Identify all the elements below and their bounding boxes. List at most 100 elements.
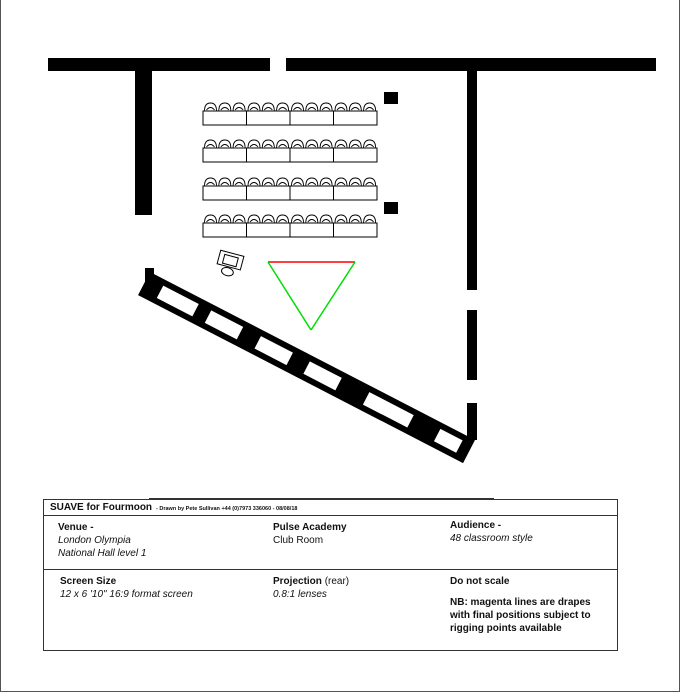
nb-note: NB: magenta lines are drapes with final … xyxy=(450,597,591,634)
chair xyxy=(291,177,304,187)
chair xyxy=(218,102,232,112)
title: SUAVE for Fourmoon xyxy=(50,502,153,513)
chair xyxy=(276,214,290,224)
chair xyxy=(218,177,232,187)
chair xyxy=(291,139,304,149)
control-desk xyxy=(216,249,245,277)
chair xyxy=(204,139,217,149)
table xyxy=(289,110,334,126)
credit: - Drawn by Pete Sullivan +44 (0)7973 336… xyxy=(156,506,298,512)
chair xyxy=(232,139,246,149)
scale-note: Do not scale xyxy=(450,576,510,587)
chair xyxy=(334,102,348,112)
table xyxy=(289,222,334,238)
chair xyxy=(291,102,304,112)
table xyxy=(289,147,334,163)
chair xyxy=(319,214,333,224)
chair xyxy=(204,214,217,224)
projection-note: (rear) xyxy=(324,576,350,587)
chair xyxy=(291,214,304,224)
projection-label: Projection xyxy=(273,576,322,587)
chair xyxy=(348,139,362,149)
screen-value: 12 x 6 '10" 16:9 format screen xyxy=(60,589,193,600)
table xyxy=(246,185,291,201)
wall-right-2 xyxy=(467,310,477,380)
title-block: SUAVE for Fourmoon- Drawn by Pete Sulliv… xyxy=(43,498,618,651)
chair xyxy=(305,102,319,112)
chair xyxy=(363,177,377,187)
chair xyxy=(276,102,290,112)
chair xyxy=(232,102,246,112)
table xyxy=(202,147,247,163)
chair xyxy=(276,177,290,187)
wall-right-1 xyxy=(467,58,477,290)
chair xyxy=(305,214,319,224)
chair xyxy=(348,177,362,187)
chair xyxy=(319,139,333,149)
venue-line2: National Hall level 1 xyxy=(58,548,147,559)
window-panel xyxy=(362,392,414,428)
floor-plan xyxy=(48,58,656,464)
projection-line-left xyxy=(267,261,312,331)
table xyxy=(333,147,378,163)
venue-label: Venue - xyxy=(58,522,94,533)
chair xyxy=(261,139,275,149)
window-panel xyxy=(303,361,342,391)
chair xyxy=(232,214,246,224)
table xyxy=(202,222,247,238)
room-label: Pulse Academy xyxy=(273,522,347,533)
wall-top-left xyxy=(48,58,270,71)
pillar xyxy=(384,92,398,104)
chair xyxy=(334,214,348,224)
window-panel xyxy=(254,336,293,366)
window-panel xyxy=(204,310,244,340)
wall-right-3 xyxy=(467,403,477,440)
diagonal-wall xyxy=(138,272,475,464)
window-panel xyxy=(433,428,463,453)
chair xyxy=(247,214,261,224)
projection-value: 0.8:1 lenses xyxy=(273,589,327,600)
table xyxy=(246,222,291,238)
chair xyxy=(218,214,232,224)
chair xyxy=(218,139,232,149)
chair xyxy=(305,139,319,149)
chair xyxy=(319,177,333,187)
wall-left xyxy=(135,58,152,215)
screen-label: Screen Size xyxy=(60,576,117,587)
table xyxy=(246,147,291,163)
chair xyxy=(247,139,261,149)
chair xyxy=(247,102,261,112)
table xyxy=(333,185,378,201)
chair xyxy=(276,139,290,149)
table xyxy=(333,222,378,238)
table xyxy=(289,185,334,201)
chair xyxy=(232,177,246,187)
audience-value: 48 classroom style xyxy=(450,533,533,544)
projection-line-right xyxy=(310,261,356,331)
chair xyxy=(261,177,275,187)
chair xyxy=(204,102,217,112)
chair xyxy=(204,177,217,187)
chair xyxy=(247,177,261,187)
chair xyxy=(319,102,333,112)
venue-line1: London Olympia xyxy=(58,535,131,546)
pillar xyxy=(384,202,398,214)
chair xyxy=(305,177,319,187)
table xyxy=(202,185,247,201)
chair xyxy=(348,102,362,112)
chair xyxy=(363,102,377,112)
table xyxy=(246,110,291,126)
seating xyxy=(202,102,378,238)
title-header: SUAVE for Fourmoon- Drawn by Pete Sulliv… xyxy=(44,500,617,516)
table xyxy=(333,110,378,126)
chair xyxy=(261,102,275,112)
chair xyxy=(334,177,348,187)
window-panel xyxy=(156,285,199,317)
chair xyxy=(261,214,275,224)
walls xyxy=(48,58,656,440)
chair xyxy=(363,214,377,224)
room-value: Club Room xyxy=(273,535,324,546)
chair xyxy=(334,139,348,149)
